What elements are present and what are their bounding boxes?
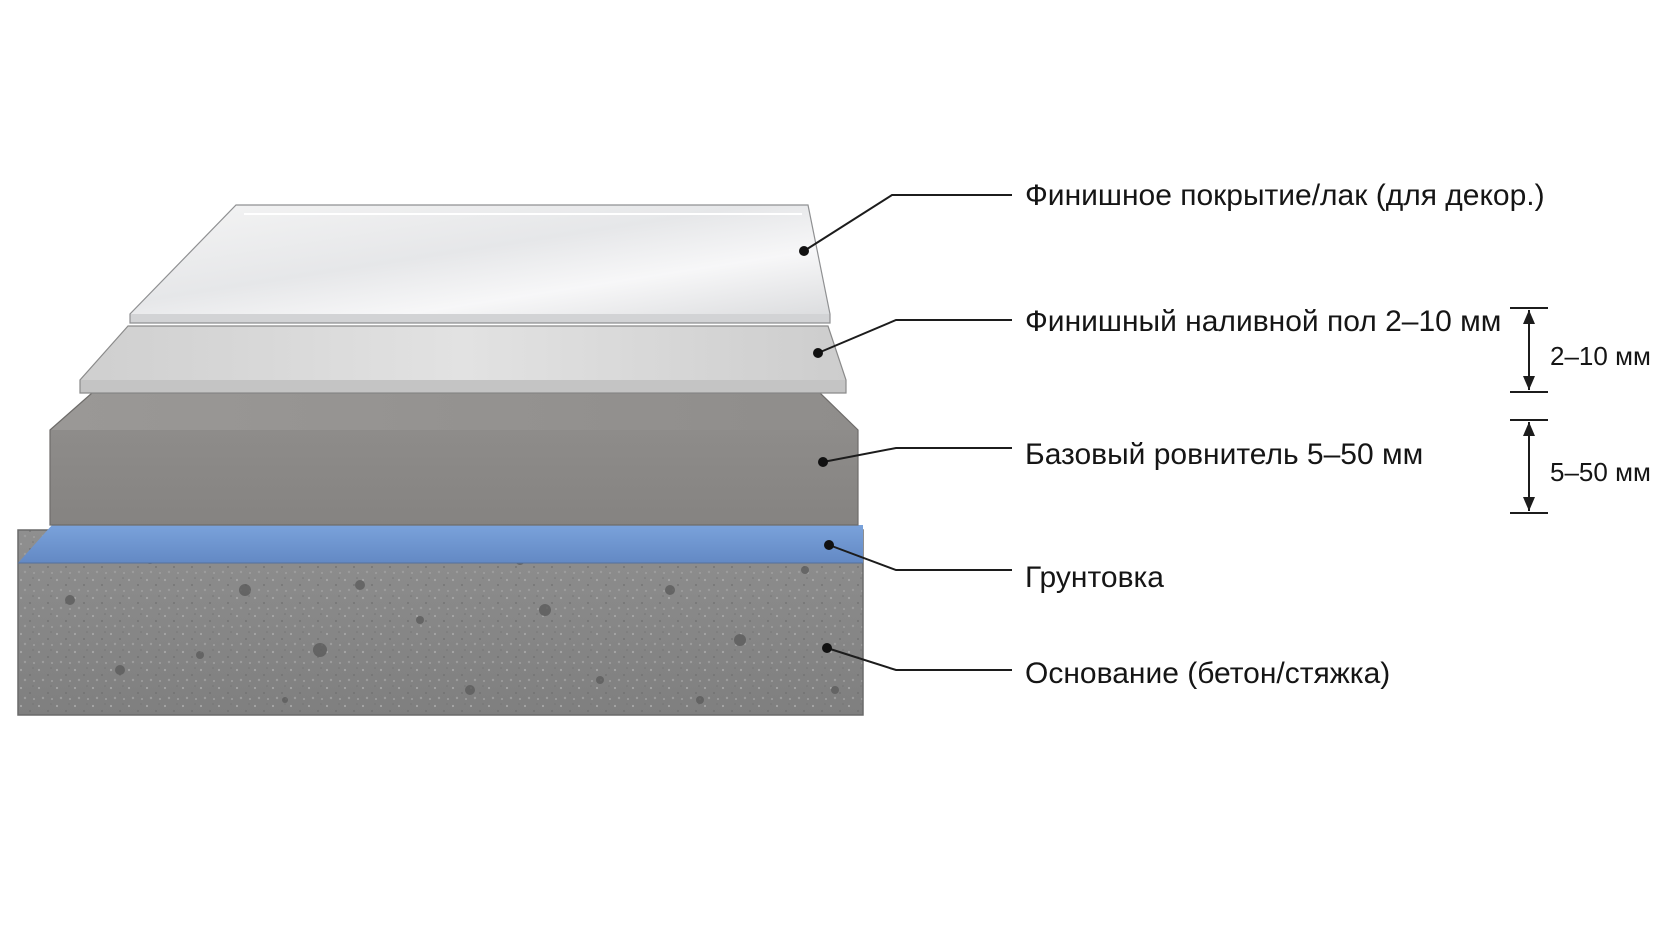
finish-coat-layer — [129, 204, 831, 324]
leader-finish-coat — [799, 194, 1012, 256]
leader-finish-leveler — [813, 319, 1012, 358]
label-base-leveler: Базовый ровнитель 5–50 мм — [1025, 438, 1423, 471]
leader-base-leveler — [818, 447, 1012, 467]
leader-primer — [824, 540, 1012, 571]
finish-leveler-layer — [79, 325, 847, 394]
base-leveler-layer — [49, 392, 859, 526]
leader-substrate — [822, 643, 1012, 671]
primer-layer — [18, 525, 863, 564]
label-substrate: Основание (бетон/стяжка) — [1025, 657, 1390, 690]
dimension-label-base: 5–50 мм — [1550, 457, 1651, 487]
label-finish-coat: Финишное покрытие/лак (для декор.) — [1025, 179, 1545, 212]
label-finish-leveler: Финишный наливной пол 2–10 мм — [1025, 305, 1501, 338]
dimension-label-finish: 2–10 мм — [1550, 341, 1651, 371]
label-primer: Грунтовка — [1025, 561, 1164, 594]
dimension-base-thickness: 5–50 мм — [1510, 419, 1651, 514]
dimension-finish-thickness: 2–10 мм — [1510, 307, 1651, 393]
